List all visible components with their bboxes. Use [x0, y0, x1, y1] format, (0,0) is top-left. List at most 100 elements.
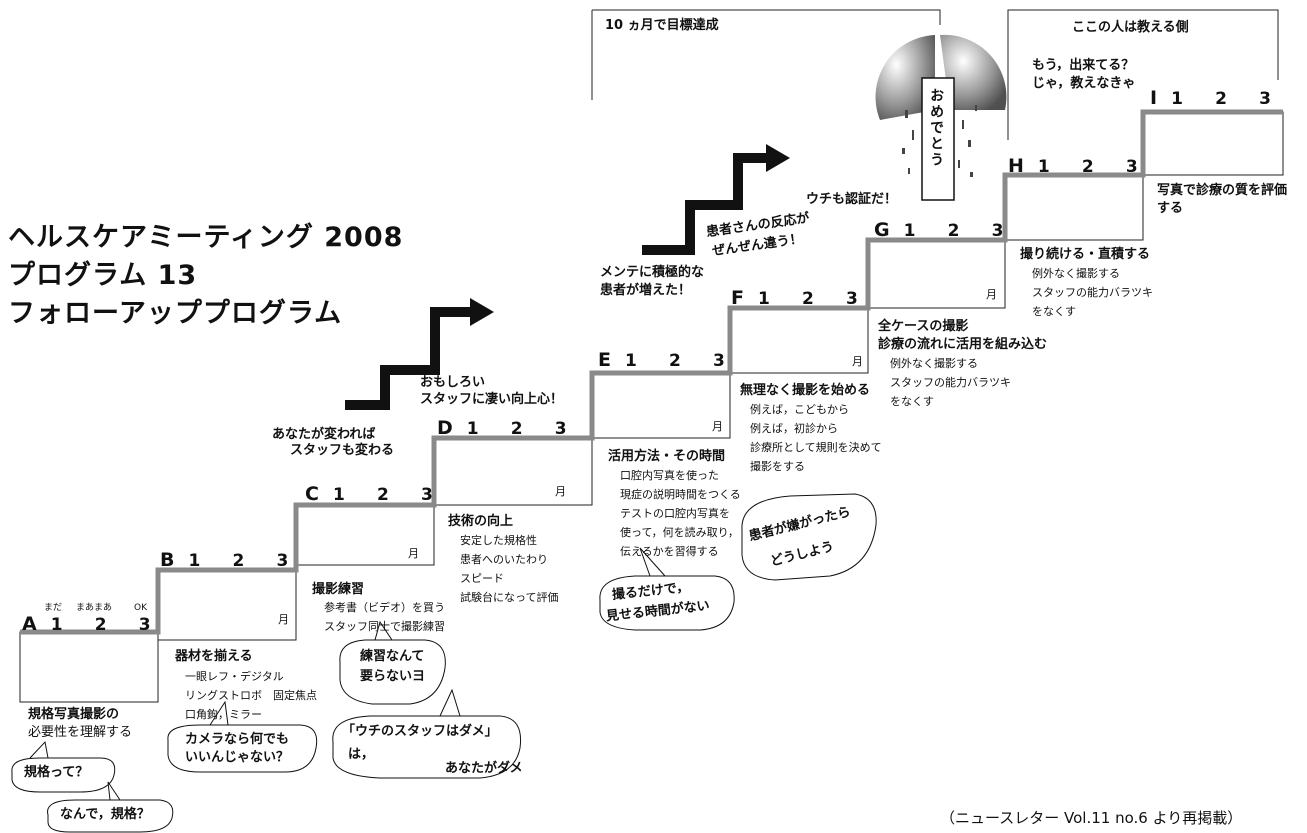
step-e-title: 活用方法・その時間: [608, 449, 726, 464]
goal-bracket: [592, 9, 941, 25]
level-a-letter: A: [22, 613, 37, 635]
bubble-camera: [167, 700, 318, 773]
bubble-kikaku: [11, 740, 116, 793]
step-c-item-2: スタッフ同士で撮影練習: [324, 620, 445, 633]
step-b-item-2: リングストロボ 固定焦点: [185, 689, 317, 702]
step-e-item-3: テストの口腔内写真を: [620, 507, 730, 520]
step-d-item-2: 患者へのいたわり: [460, 553, 548, 566]
bubble-renshu-text-2: 要らないヨ: [360, 669, 426, 684]
level-a-label-3: OK: [134, 603, 147, 613]
kusudama-icon: [875, 34, 1007, 201]
saying-mou-1: もう，出来てる？: [1032, 58, 1135, 73]
bubble-toru: [599, 547, 735, 631]
step-f-item-3: 診療所として規則を決めて: [750, 441, 882, 454]
step-d-item-3: スピード: [460, 572, 504, 585]
step-h-item-1: 例外なく撮影する: [1032, 267, 1120, 280]
step-c-title: 撮影練習: [312, 582, 365, 597]
saying-congrats: おめでとう: [928, 88, 945, 168]
step-i-title-1: 写真で診療の質を評価: [1157, 183, 1288, 198]
saying-change-1: あなたが変われば: [272, 427, 376, 442]
saying-mente-1: メンテに積極的な: [600, 265, 705, 280]
saying-nintei: ウチも認証だ！: [806, 192, 898, 207]
step-h-item-2: スタッフの能力バラツキ: [1032, 286, 1153, 299]
saying-omoshiroi-1: おもしろい: [420, 375, 486, 390]
bubble-dame-text-2: は，: [348, 747, 375, 762]
step-g-item-1: 例外なく撮影する: [890, 357, 978, 370]
level-g-letter: G: [874, 219, 890, 241]
step-f-item-4: 撮影をする: [750, 460, 805, 473]
step-h-title: 撮り続ける・直積する: [1020, 247, 1151, 262]
level-h-letter: H: [1008, 155, 1024, 177]
arrow-2: [642, 144, 790, 255]
step-f-title: 無理なく撮影を始める: [740, 383, 871, 398]
step-e-item-5: 伝えるかを習得する: [620, 545, 719, 558]
bubble-kikaku-text: 規格って？: [24, 765, 89, 780]
footer-note: （ニュースレター Vol.11 no.6 より再掲載）: [940, 809, 1243, 827]
title-line-3: フォローアッププログラム: [8, 298, 343, 329]
step-b-title: 器材を揃える: [175, 649, 253, 664]
saying-mente-2: 患者が増えた！: [600, 283, 692, 298]
bubble-renshu-text-1: 練習なんて: [360, 649, 425, 664]
bubble-dame-text-3: あなたがダメ: [445, 761, 523, 776]
level-a-label-1: まだ: [44, 603, 63, 613]
step-a-title-1: 規格写真撮影の: [28, 707, 120, 722]
step-c-item-1: 参考書（ビデオ）を買う: [324, 601, 445, 614]
level-a-label-2: まあまあ: [76, 603, 113, 613]
bubble-camera-text-2: いいんじゃない？: [185, 750, 290, 765]
step-f-item-2: 例えば，初診から: [750, 422, 838, 435]
level-c-letter: C: [305, 483, 319, 505]
step-d-item-1: 安定した規格性: [460, 534, 537, 547]
box-e: [591, 372, 731, 439]
saying-change-2: スタッフも変わる: [290, 443, 395, 458]
level-f-month: 月: [986, 288, 997, 301]
level-e-letter: E: [598, 349, 611, 371]
level-e-month: 月: [852, 355, 863, 368]
step-g-title-1: 全ケースの撮影: [878, 319, 969, 334]
step-h-item-3: をなくす: [1032, 305, 1076, 318]
step-d-title: 技術の向上: [448, 514, 514, 529]
title-line-2: プログラム 13: [8, 260, 198, 291]
level-b-month: 月: [408, 547, 419, 560]
step-g-item-3: をなくす: [890, 395, 934, 408]
level-i-letter: I: [1150, 87, 1158, 109]
staircase-line: [20, 109, 1283, 635]
level-a-month: 月: [278, 613, 289, 626]
bubble-renshu: [339, 620, 446, 705]
step-g-title-2: 診療の流れに活用を組み込む: [878, 337, 1048, 352]
box-a: [19, 631, 159, 703]
step-g-item-2: スタッフの能力バラツキ: [890, 376, 1011, 389]
bubble-dame: [332, 688, 522, 779]
step-f-item-1: 例えば，こどもから: [750, 403, 849, 416]
step-b-item-3: 口角鉤，ミラー: [185, 708, 262, 721]
level-c-month: 月: [555, 485, 566, 498]
title-line-1: ヘルスケアミーティング 2008: [8, 222, 404, 253]
bubble-nande: [47, 781, 174, 833]
teacher-bracket: [1007, 9, 1279, 140]
bubble-dame-text-1: 「ウチのスタッフはダメ」: [342, 724, 498, 739]
level-d-month: 月: [712, 420, 723, 433]
speech-bubbles: [11, 493, 877, 833]
level-b-letter: B: [160, 549, 175, 571]
step-i-title-2: する: [1157, 201, 1184, 216]
saying-goal: 10 ヵ月で目標達成: [605, 18, 719, 33]
bubble-camera-text-1: カメラなら何でも: [185, 732, 290, 747]
step-e-item-2: 現症の説明時間をつくる: [620, 488, 741, 501]
level-f-letter: F: [731, 287, 744, 309]
arrow-1: [345, 298, 494, 410]
step-e-item-4: 使って，何を読み取り，: [620, 526, 739, 539]
step-b-item-1: 一眼レフ・デジタル: [185, 670, 284, 683]
saying-teacher: ここの人は教える側: [1072, 20, 1189, 35]
step-e-item-1: 口腔内写真を使った: [620, 469, 719, 482]
bubble-iya: [741, 493, 877, 581]
step-a-title-2: 必要性を理解する: [28, 725, 133, 740]
